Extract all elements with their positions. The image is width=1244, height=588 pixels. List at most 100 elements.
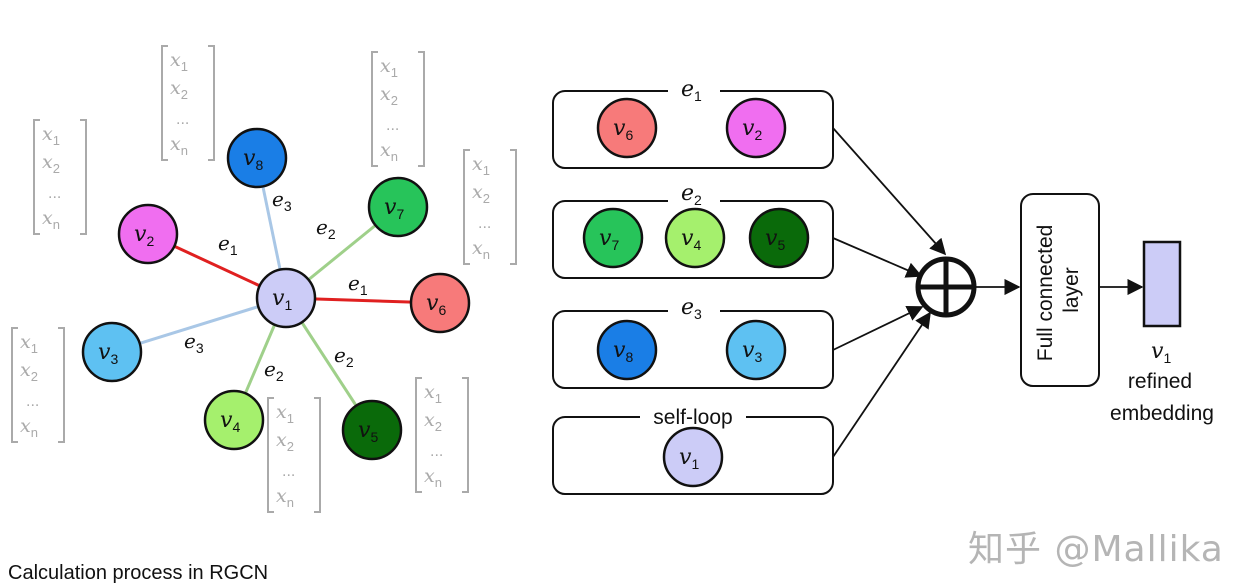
- svg-text:v7: v7: [384, 195, 404, 222]
- svg-text:x2: x2: [424, 409, 442, 434]
- watermark: 知乎 @Mallika: [968, 529, 1224, 570]
- svg-text:v5: v5: [765, 226, 785, 253]
- arrow-self-to-sum: [832, 311, 931, 458]
- node-v4-circle: [203, 389, 265, 451]
- node-v6: v6: [409, 272, 471, 334]
- group-e1-box: [552, 90, 834, 169]
- svg-text:x1: x1: [380, 55, 398, 80]
- group-e1-label: e1: [681, 77, 702, 104]
- svg-text:x2: x2: [380, 83, 398, 108]
- feature-vector-v4: x1 x2 ... xn: [267, 397, 321, 513]
- svg-text:v4: v4: [220, 408, 240, 435]
- node-v2: v2: [117, 203, 179, 265]
- edge-v1-v3: [111, 296, 287, 354]
- feature-vector-v2: x1 x2 ... xn: [33, 119, 87, 235]
- svg-text:v6: v6: [613, 116, 633, 143]
- arrow-e1-to-sum: [832, 127, 947, 256]
- svg-text:x1: x1: [20, 331, 38, 356]
- node-v1: v1: [255, 267, 317, 329]
- svg-text:x1: x1: [170, 49, 188, 74]
- group-e3-node-v8: v8: [596, 319, 658, 381]
- node-v7: v7: [367, 176, 429, 238]
- group-e1: e1 v6 v2: [552, 77, 834, 169]
- svg-text:x2: x2: [170, 77, 188, 102]
- edge-label-e2-v5: e2: [334, 343, 354, 370]
- svg-text:...: ...: [282, 463, 295, 480]
- group-e3-label: e3: [681, 295, 702, 322]
- svg-text:v6: v6: [426, 291, 446, 318]
- svg-text:xn: xn: [380, 139, 398, 164]
- group-e3: e3 v8 v3: [552, 295, 834, 389]
- group-e3-node-v3: v3: [725, 319, 787, 381]
- svg-text:xn: xn: [42, 207, 60, 232]
- svg-text:v1: v1: [272, 286, 292, 313]
- edge-label-e2-v7: e2: [316, 215, 336, 242]
- feature-vector-v3: x1 x2 ... xn: [11, 327, 65, 443]
- group-e2-node-v4: v4: [664, 207, 726, 269]
- fc-layer: Full connected layer: [1020, 193, 1100, 387]
- svg-text:x1: x1: [276, 401, 294, 426]
- svg-text:x2: x2: [20, 359, 38, 384]
- relation-groups: e1 v6 v2 e2 v7 v4: [552, 77, 834, 495]
- fc-layer-label: Full connected layer: [1034, 219, 1083, 361]
- feature-vector-v6: x1 x2 ... xn: [463, 149, 517, 265]
- node-v3: v3: [81, 321, 143, 383]
- group-e2: e2 v7 v4 v5: [552, 181, 834, 279]
- group-e3-box: [552, 310, 834, 389]
- svg-text:v3: v3: [742, 338, 762, 365]
- group-e2-node-v5: v5: [748, 207, 810, 269]
- node-v8: v8: [226, 127, 288, 189]
- graph-nodes: v1 v2 v3 v4 v5 v6 v7 v8: [81, 127, 471, 461]
- svg-text:...: ...: [176, 111, 189, 128]
- svg-text:xn: xn: [276, 485, 294, 510]
- feature-vector-v8: x1 x2 ... xn: [161, 45, 215, 161]
- arrow-e2-to-sum: [832, 237, 923, 278]
- svg-text:...: ...: [26, 393, 39, 410]
- svg-text:xn: xn: [472, 237, 490, 262]
- svg-text:v8: v8: [243, 146, 263, 173]
- svg-text:v5: v5: [358, 418, 378, 445]
- output-embedding-bar: [1142, 240, 1182, 328]
- edge-label-e3-v8: e3: [272, 187, 292, 214]
- group-self-loop-label: self-loop: [653, 406, 732, 429]
- edge-label-e3-v3: e3: [184, 329, 204, 356]
- svg-text:x1: x1: [424, 381, 442, 406]
- svg-text:xn: xn: [170, 133, 188, 158]
- sum-icon: [915, 256, 977, 318]
- node-v4: v4: [203, 389, 265, 451]
- feature-vector-v7: x1 x2 ... xn: [371, 51, 425, 167]
- svg-text:v8: v8: [613, 338, 633, 365]
- svg-text:x2: x2: [42, 151, 60, 176]
- feature-vector-v5: x1 x2 ... xn: [415, 377, 469, 493]
- aggregation-arrows: [832, 127, 947, 458]
- node-v8-circle: [226, 127, 288, 189]
- group-e1-node-v2: v2: [725, 97, 787, 159]
- svg-text:x2: x2: [276, 429, 294, 454]
- fc-layer-box: [1020, 193, 1100, 387]
- svg-text:...: ...: [430, 443, 443, 460]
- svg-text:...: ...: [386, 117, 399, 134]
- node-v1-circle: [255, 267, 317, 329]
- node-v7-circle: [367, 176, 429, 238]
- svg-text:x2: x2: [472, 181, 490, 206]
- output-embedding: v1 refined embedding: [1110, 240, 1214, 425]
- edge-label-e1-v2: e1: [218, 231, 238, 258]
- node-v6-circle: [409, 272, 471, 334]
- svg-text:v2: v2: [134, 222, 154, 249]
- output-embedding-line2: embedding: [1110, 402, 1214, 425]
- output-embedding-line1: refined: [1128, 370, 1192, 393]
- svg-text:xn: xn: [424, 465, 442, 490]
- svg-text:xn: xn: [20, 415, 38, 440]
- svg-text:x1: x1: [472, 153, 490, 178]
- edge-label-e2-v4: e2: [264, 357, 284, 384]
- svg-text:...: ...: [48, 185, 61, 202]
- figure-caption: Calculation process in RGCN: [8, 562, 269, 584]
- group-e2-node-v7: v7: [582, 207, 644, 269]
- svg-text:v2: v2: [742, 116, 762, 143]
- svg-text:v3: v3: [98, 340, 118, 367]
- svg-text:v7: v7: [599, 226, 619, 253]
- output-embedding-symbol: v1: [1151, 339, 1171, 366]
- group-e2-label: e2: [681, 181, 702, 208]
- node-v5-circle: [341, 399, 403, 461]
